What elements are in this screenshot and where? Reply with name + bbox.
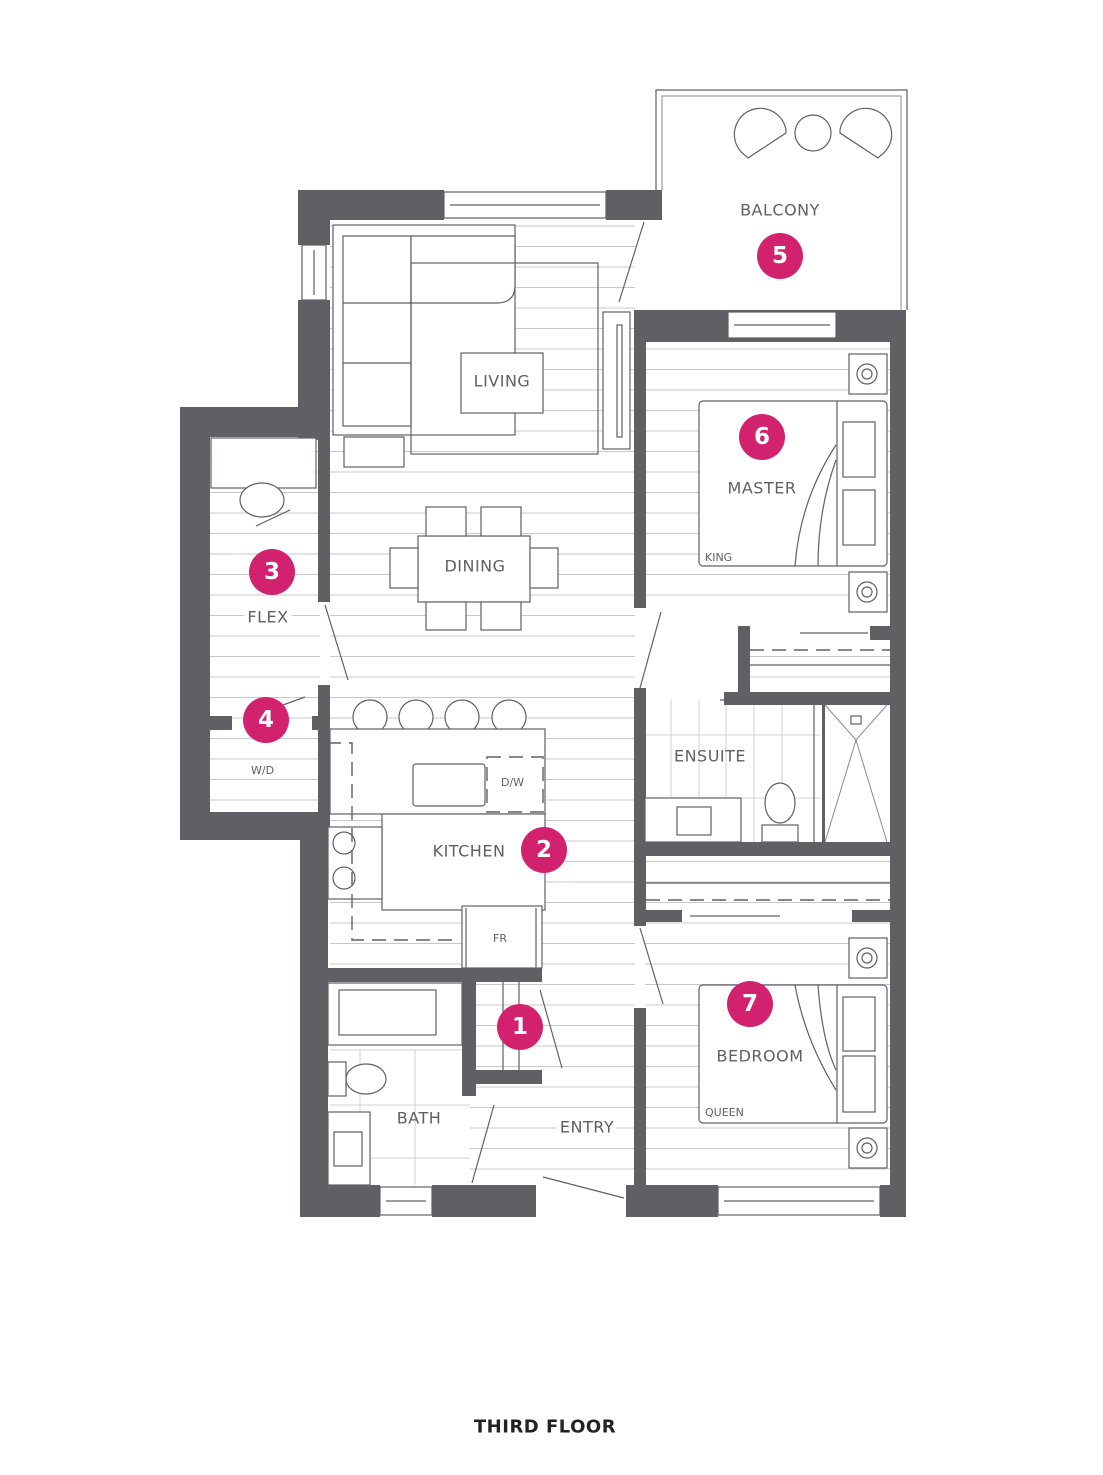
balcony-outline bbox=[655, 89, 908, 310]
marker-badge-flex: 3 bbox=[249, 549, 295, 595]
marker-badge-balcony: 5 bbox=[757, 233, 803, 279]
closets bbox=[646, 649, 890, 901]
walls bbox=[180, 190, 906, 1217]
kitchen-furniture bbox=[327, 699, 546, 969]
appliance-label-washer-dryer: W/D bbox=[251, 764, 275, 777]
room-label-ensuite: ENSUITE bbox=[673, 746, 747, 766]
room-label-kitchen: KITCHEN bbox=[429, 841, 509, 861]
room-label-balcony: BALCONY bbox=[737, 200, 823, 220]
room-label-living: LIVING bbox=[473, 371, 531, 391]
ensuite-fixtures bbox=[644, 704, 888, 843]
floor-title: THIRD FLOOR bbox=[473, 1416, 617, 1438]
marker-badge-laundry: 4 bbox=[243, 697, 289, 743]
room-label-entry: ENTRY bbox=[556, 1117, 618, 1137]
bed-size-queen: QUEEN bbox=[705, 1106, 744, 1119]
bed-size-king: KING bbox=[705, 551, 733, 564]
appliance-label-fridge: FR bbox=[493, 932, 507, 945]
room-label-dining: DINING bbox=[444, 556, 506, 576]
flex-furniture bbox=[210, 437, 317, 527]
marker-badge-kitchen: 2 bbox=[521, 827, 567, 873]
room-label-bedroom: BEDROOM bbox=[716, 1046, 804, 1066]
windows bbox=[301, 191, 881, 1216]
bath-furniture bbox=[327, 982, 463, 1186]
dining-furniture bbox=[389, 506, 559, 631]
marker-badge-master: 6 bbox=[739, 414, 785, 460]
marker-badge-entry: 1 bbox=[497, 1004, 543, 1050]
room-label-flex: FLEX bbox=[244, 607, 292, 627]
marker-badge-bedroom: 7 bbox=[727, 981, 773, 1027]
appliance-label-dishwasher: D/W bbox=[501, 776, 525, 789]
living-furniture bbox=[332, 224, 631, 468]
room-label-master: MASTER bbox=[727, 478, 797, 498]
room-label-bath: BATH bbox=[396, 1108, 442, 1128]
